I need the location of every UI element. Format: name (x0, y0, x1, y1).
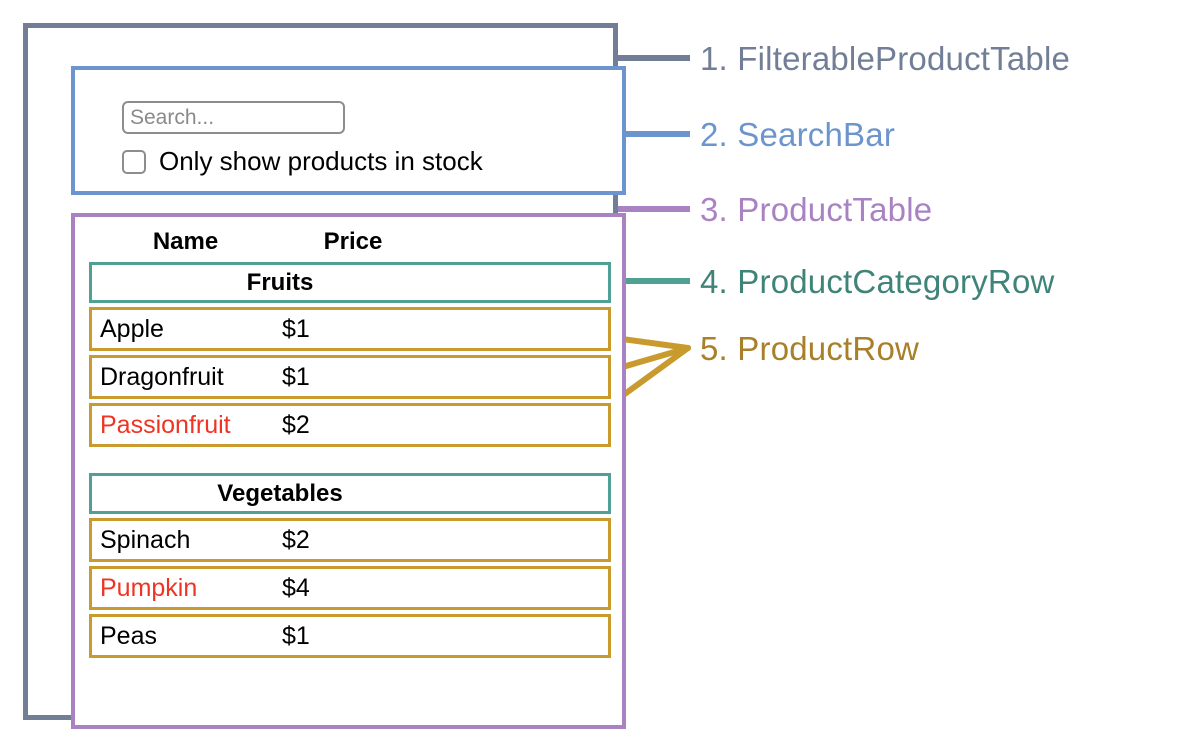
legend-number: 4. (700, 263, 738, 300)
legend-number: 2. (700, 116, 738, 153)
column-header-name: Name (152, 227, 219, 255)
product-price: $1 (282, 314, 310, 343)
product-name: Peas (100, 621, 157, 650)
legend-label: ProductRow (737, 330, 920, 367)
product-price: $4 (282, 573, 310, 602)
group-spacer (89, 451, 611, 473)
legend-label: SearchBar (737, 116, 896, 153)
product-price: $1 (282, 362, 310, 391)
product-row: Spinach $2 (89, 518, 611, 562)
search-input[interactable] (122, 101, 345, 134)
legend-label: FilterableProductTable (737, 40, 1071, 77)
legend-number: 5. (700, 330, 738, 367)
product-row: Passionfruit $2 (89, 403, 611, 447)
column-header-price: Price (323, 227, 383, 255)
product-price: $1 (282, 621, 310, 650)
product-name: Spinach (100, 525, 191, 554)
legend-item-product-category-row: 4. ProductCategoryRow (700, 263, 1055, 301)
product-price: $2 (282, 410, 310, 439)
product-category-label: Fruits (246, 268, 314, 296)
legend-label: ProductTable (737, 191, 933, 228)
product-name: Apple (100, 314, 164, 343)
in-stock-checkbox-row[interactable]: Only show products in stock (122, 146, 483, 177)
legend-label: ProductCategoryRow (737, 263, 1055, 300)
legend-item-filterable-product-table: 1. FilterableProductTable (700, 40, 1070, 78)
product-row: Apple $1 (89, 307, 611, 351)
product-row: Dragonfruit $1 (89, 355, 611, 399)
legend-number: 3. (700, 191, 738, 228)
product-name: Pumpkin (100, 573, 198, 602)
legend-number: 1. (700, 40, 738, 77)
legend-item-search-bar: 2. SearchBar (700, 116, 895, 154)
product-category-label: Vegetables (217, 479, 343, 507)
product-price: $2 (282, 525, 310, 554)
product-table: Name Price Fruits Apple $1 Dragonfruit $… (89, 221, 611, 662)
in-stock-checkbox[interactable] (122, 149, 146, 174)
filterable-product-table-frame: Only show products in stock Name Price F… (23, 23, 626, 729)
table-header-row: Name Price (89, 221, 611, 262)
product-category-row: Vegetables (89, 473, 611, 514)
legend-item-product-table: 3. ProductTable (700, 191, 932, 229)
product-name: Dragonfruit (100, 362, 224, 391)
product-name: Passionfruit (100, 410, 231, 439)
product-category-row: Fruits (89, 262, 611, 303)
legend-item-product-row: 5. ProductRow (700, 330, 919, 368)
in-stock-checkbox-label: Only show products in stock (159, 146, 483, 176)
product-table-frame: Name Price Fruits Apple $1 Dragonfruit $… (71, 213, 626, 729)
search-bar-frame: Only show products in stock (71, 66, 626, 195)
product-row: Pumpkin $4 (89, 566, 611, 610)
product-row: Peas $1 (89, 614, 611, 658)
